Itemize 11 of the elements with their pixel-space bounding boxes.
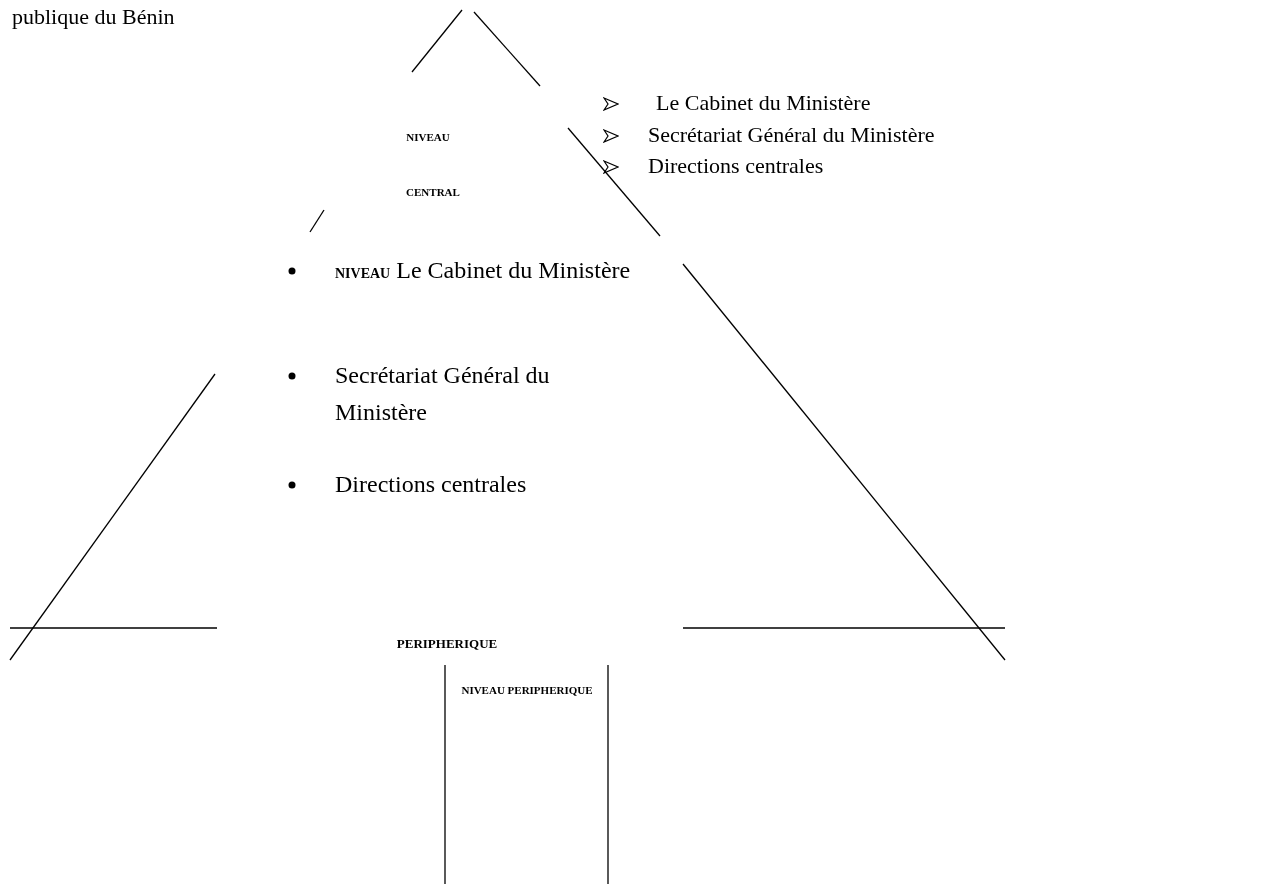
- list-item: Directions centrales: [335, 470, 528, 499]
- level-label: NIVEAU PERIPHERIQUE: [460, 683, 594, 698]
- list-item: Le Cabinet du Ministère: [656, 89, 872, 117]
- list-item: Secrétariat Général du Ministère: [335, 361, 551, 428]
- level-label: CENTRAL: [405, 185, 461, 200]
- list-item: Directions centrales: [648, 152, 825, 180]
- level-label: PERIPHERIQUE: [395, 635, 499, 653]
- page-heading-fragment: publique du Bénin: [12, 3, 176, 31]
- list-item: Secrétariat Général du Ministère: [648, 121, 936, 149]
- list-item: NIVEAU Le Cabinet du Ministère: [335, 256, 632, 285]
- level-label: NIVEAU: [405, 130, 451, 145]
